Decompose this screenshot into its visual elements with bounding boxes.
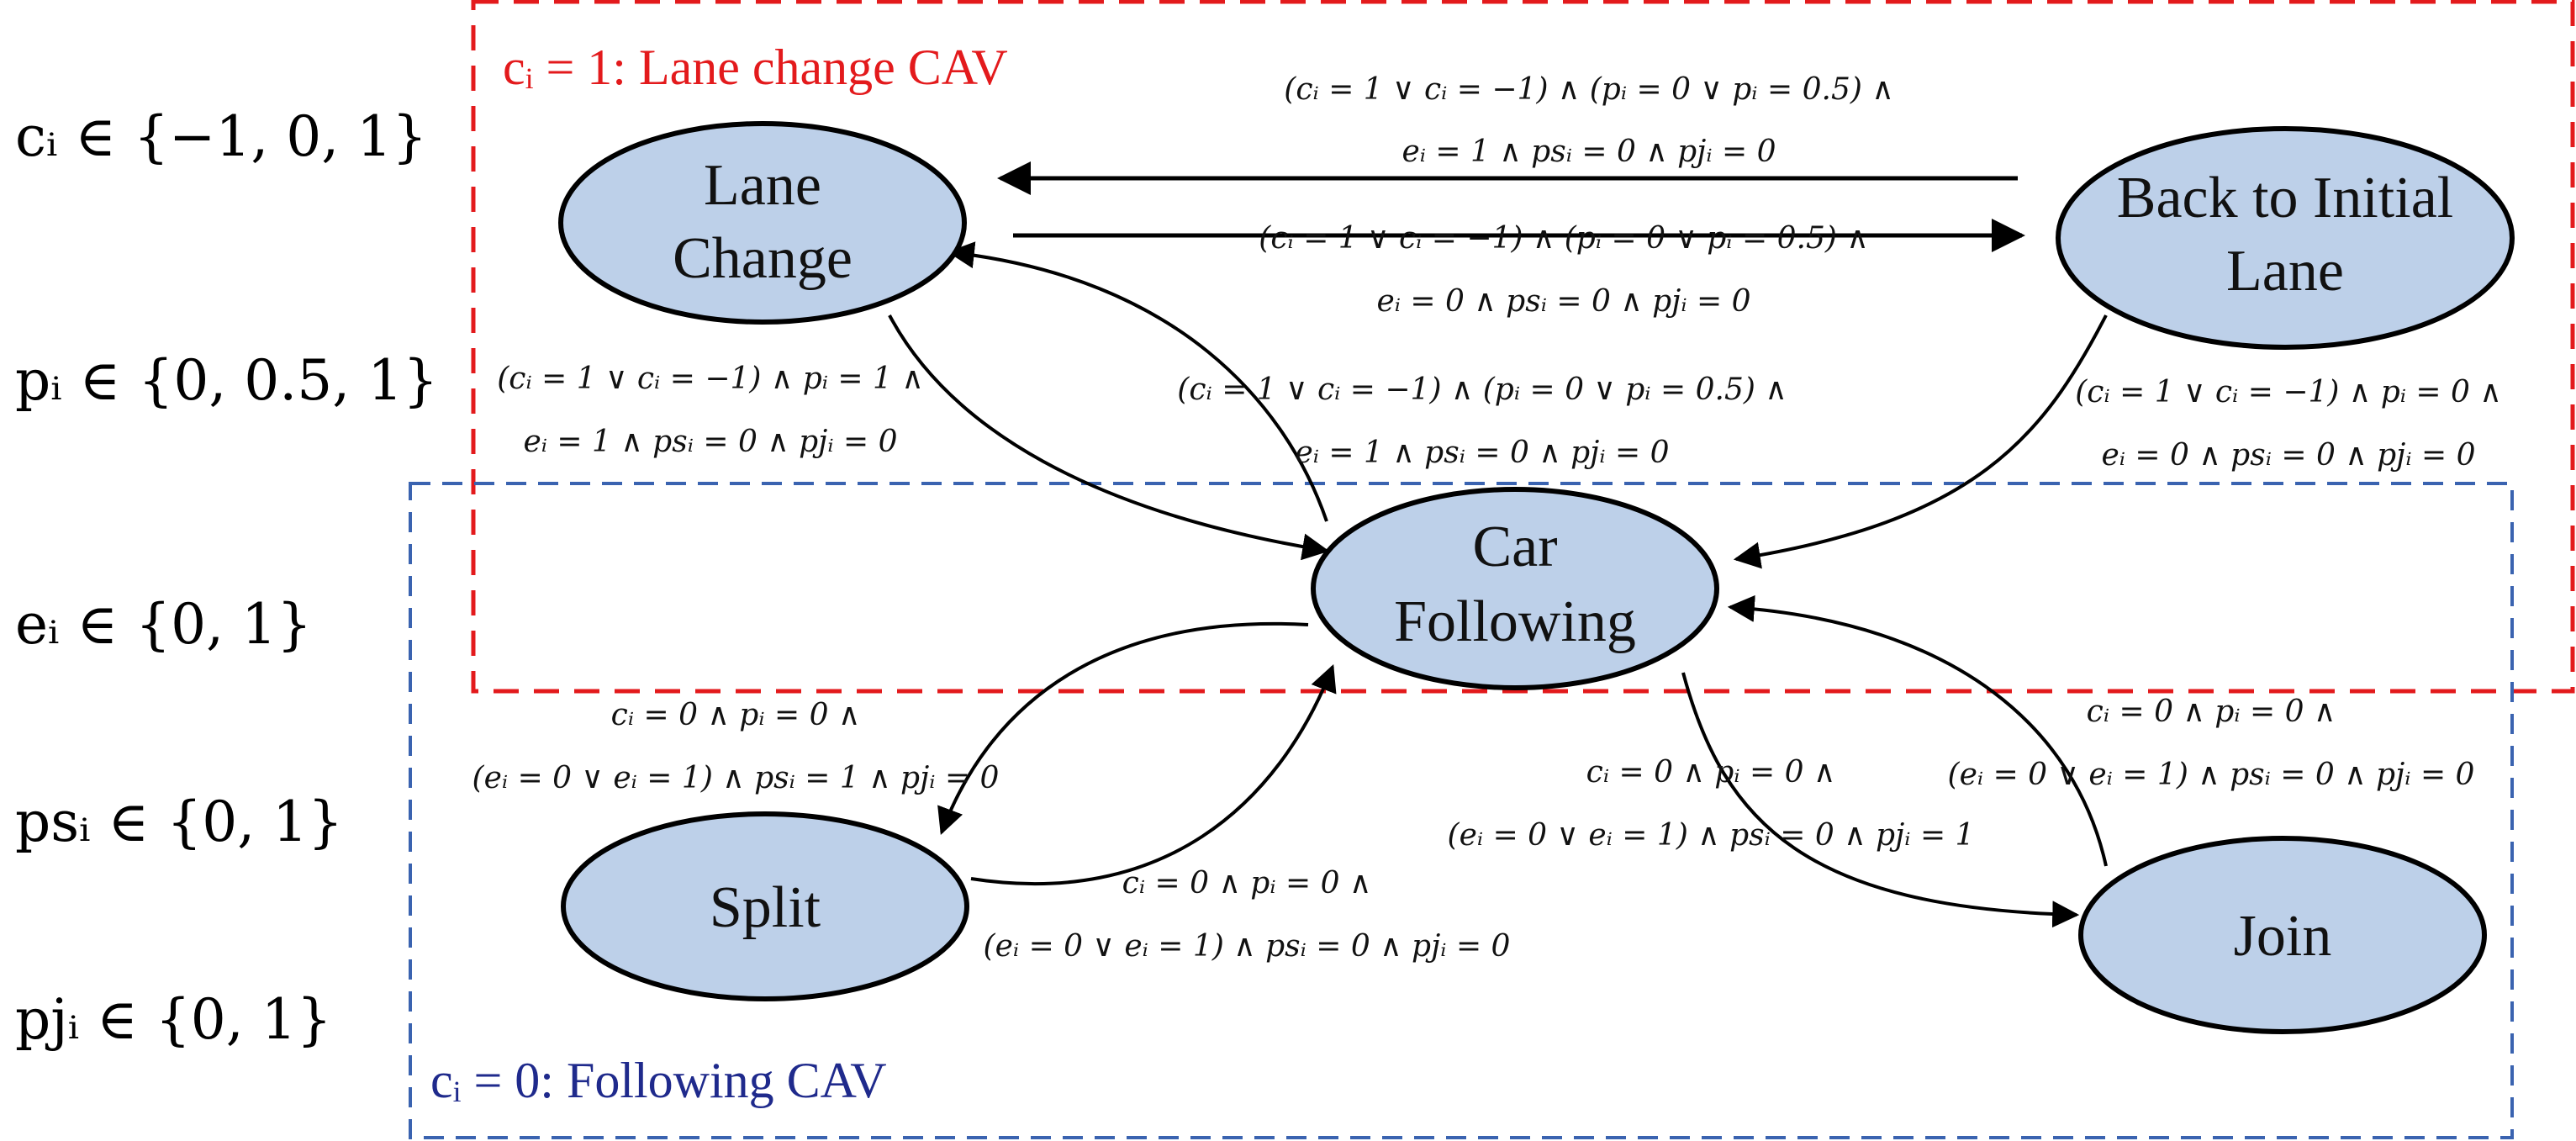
cond-back-to-lc-line2: eᵢ = 1 ∧ psᵢ = 0 ∧ pjᵢ = 0 xyxy=(1401,135,1776,169)
node-join-label: Join xyxy=(2234,904,2332,969)
cond-join-to-cf-line2: (eᵢ = 0 ∨ eᵢ = 1) ∧ psᵢ = 0 ∧ pjᵢ = 0 xyxy=(1948,758,2475,792)
cond-back-to-cf-line2: eᵢ = 0 ∧ psᵢ = 0 ∧ pjᵢ = 0 xyxy=(2101,438,2475,473)
cond-split-to-cf-line2: (eᵢ = 0 ∨ eᵢ = 1) ∧ psᵢ = 0 ∧ pjᵢ = 0 xyxy=(984,929,1511,964)
cond-lc-to-cf-line2: eᵢ = 1 ∧ psᵢ = 0 ∧ pjᵢ = 0 xyxy=(523,425,897,459)
cond-cf-to-join-line2: (eᵢ = 0 ∨ eᵢ = 1) ∧ psᵢ = 0 ∧ pjᵢ = 1 xyxy=(1448,818,1975,853)
node-join: Join xyxy=(2078,836,2487,1034)
cond-back-to-lc-line1: (cᵢ = 1 ∨ cᵢ = −1) ∧ (pᵢ = 0 ∨ pᵢ = 0.5)… xyxy=(1284,72,1893,107)
variable-e: eᵢ ∈ {0, 1} xyxy=(15,592,312,657)
cond-cf-to-lc-line1: (cᵢ = 1 ∨ cᵢ = −1) ∧ (pᵢ = 0 ∨ pᵢ = 0.5)… xyxy=(1177,372,1787,407)
node-car-following-line2: Following xyxy=(1394,589,1636,654)
cond-join-to-cf-line1: cᵢ = 0 ∧ pᵢ = 0 ∧ xyxy=(2087,695,2336,729)
node-back-line2: Lane xyxy=(2226,239,2344,304)
node-split: Split xyxy=(561,811,969,1001)
edge-car-following-to-lane-change xyxy=(947,241,1328,522)
node-lane-change: Lane Change xyxy=(558,121,967,325)
cond-back-to-cf-line1: (cᵢ = 1 ∨ cᵢ = −1) ∧ pᵢ = 0 ∧ xyxy=(2075,375,2501,409)
variable-p: pᵢ ∈ {0, 0.5, 1} xyxy=(15,348,438,413)
edge-car-following-to-split xyxy=(937,621,1309,835)
edge-split-to-car-following xyxy=(970,664,1337,886)
node-lane-change-line1: Lane xyxy=(704,153,821,218)
following-region xyxy=(409,482,2514,1139)
edge-lane-change-to-car-following xyxy=(888,314,1330,561)
node-car-following: Car Following xyxy=(1311,487,1719,690)
lane-change-region-label: cᵢ = 1: Lane change CAV xyxy=(503,40,1008,95)
edge-car-following-to-join xyxy=(1681,672,2080,928)
lane-change-region xyxy=(471,0,2575,694)
cond-cf-to-lc-line2: eᵢ = 1 ∧ psᵢ = 0 ∧ pjᵢ = 0 xyxy=(1295,436,1669,470)
variable-c: cᵢ ∈ {−1, 0, 1} xyxy=(15,104,427,169)
variable-ps: psᵢ ∈ {0, 1} xyxy=(15,790,343,854)
cond-lc-to-back-line2: eᵢ = 0 ∧ psᵢ = 0 ∧ pjᵢ = 0 xyxy=(1376,284,1750,319)
cond-cf-to-split-line1: cᵢ = 0 ∧ pᵢ = 0 ∧ xyxy=(611,698,861,732)
following-region-label: cᵢ = 0: Following CAV xyxy=(430,1053,887,1108)
edge-join-to-car-following xyxy=(1727,594,2108,867)
variable-pj: pjᵢ ∈ {0, 1} xyxy=(15,987,332,1052)
node-car-following-line1: Car xyxy=(1472,515,1557,579)
edge-back-to-car-following xyxy=(1733,314,2108,569)
node-split-label: Split xyxy=(710,875,821,940)
cond-lc-to-cf-line1: (cᵢ = 1 ∨ cᵢ = −1) ∧ pᵢ = 1 ∧ xyxy=(497,362,923,396)
node-lane-change-line2: Change xyxy=(673,226,853,291)
cond-cf-to-join-line1: cᵢ = 0 ∧ pᵢ = 0 ∧ xyxy=(1586,755,1836,790)
cond-lc-to-back-line1: (cᵢ = 1 ∨ cᵢ = −1) ∧ (pᵢ = 0 ∨ pᵢ = 0.5)… xyxy=(1259,221,1868,256)
cond-cf-to-split-line2: (eᵢ = 0 ∨ eᵢ = 1) ∧ psᵢ = 1 ∧ pjᵢ = 0 xyxy=(472,761,1000,795)
node-back-line1: Back to Initial xyxy=(2117,166,2453,230)
cond-split-to-cf-line1: cᵢ = 0 ∧ pᵢ = 0 ∧ xyxy=(1122,866,1372,901)
node-back-to-initial-lane: Back to Initial Lane xyxy=(2056,126,2515,350)
